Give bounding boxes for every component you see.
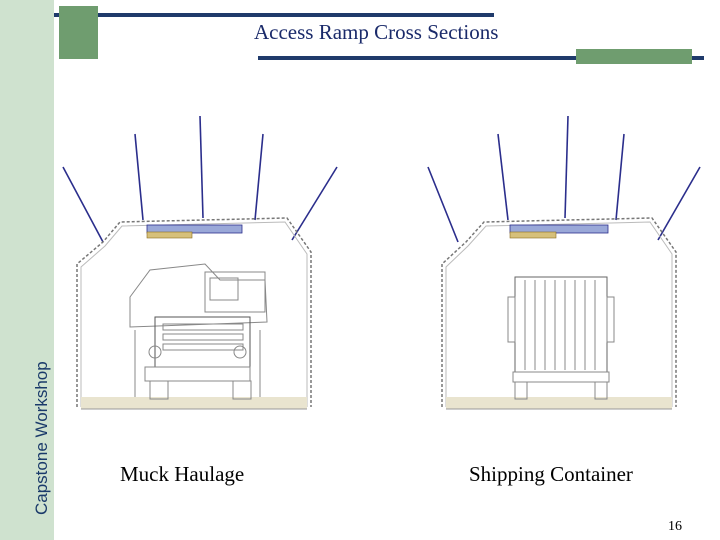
haul-truck: [129, 263, 268, 400]
header-green-block: [59, 6, 98, 59]
cross-section-shipping-container: [410, 112, 710, 432]
page-number: 16: [668, 519, 682, 534]
header-rule-top: [54, 13, 494, 17]
crown-services: [146, 224, 243, 234]
header-green-bar: [576, 49, 692, 64]
tunnel-diagram-right: [427, 115, 701, 410]
rock-bolts: [62, 115, 338, 243]
side-band: [0, 0, 54, 540]
caption-shipping-container: Shipping Container: [469, 462, 633, 486]
tunnel-floor: [81, 397, 307, 409]
tunnel-outline: [76, 217, 312, 407]
ventilation-duct: [509, 231, 557, 239]
cross-section-muck-haulage: [55, 112, 355, 432]
header-rule-bottom: [258, 56, 704, 60]
caption-muck-haulage: Muck Haulage: [120, 462, 245, 486]
tunnel-outline: [441, 217, 677, 407]
tunnel-lining: [445, 221, 673, 407]
crown-services: [509, 224, 609, 234]
tunnel-lining: [80, 221, 308, 407]
rock-bolts: [427, 115, 701, 243]
side-label: Capstone Workshop: [32, 361, 51, 515]
tunnel-floor: [446, 397, 672, 409]
container-truck: [507, 276, 615, 400]
slide-title: Access Ramp Cross Sections: [254, 20, 499, 44]
tunnel-diagram-left: [62, 115, 338, 410]
ventilation-duct: [146, 231, 193, 239]
